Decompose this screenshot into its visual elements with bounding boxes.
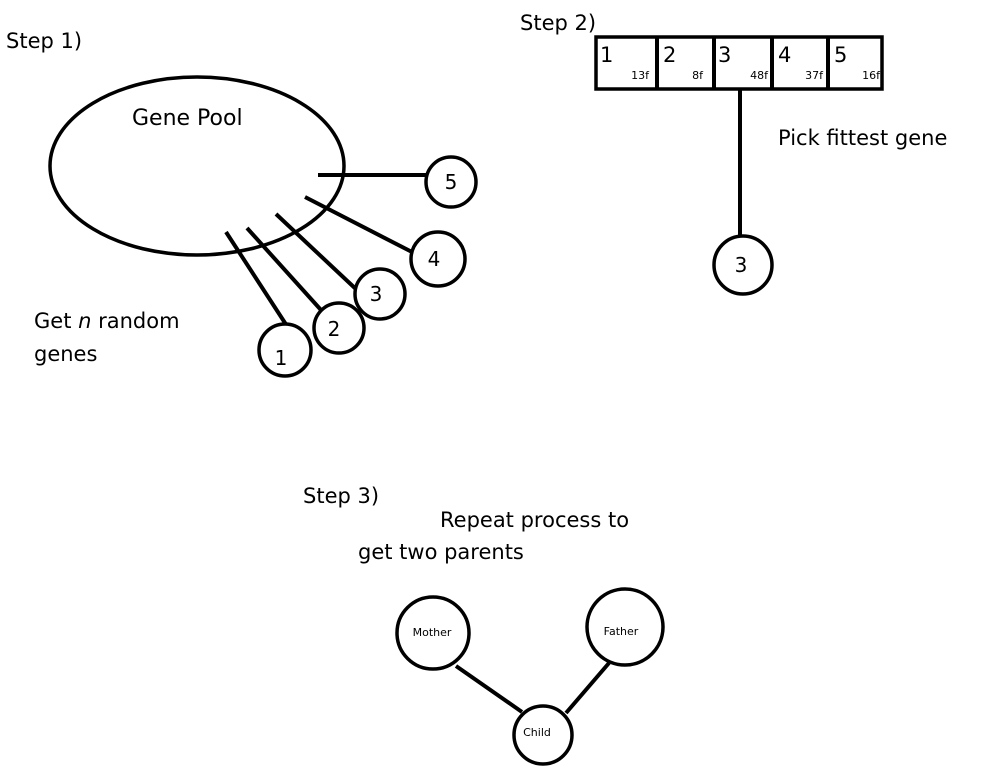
step1-caption-line1: Get n random bbox=[34, 309, 180, 333]
caption-variable-n: n bbox=[78, 309, 91, 333]
cell-fitness-1: 13f bbox=[631, 69, 650, 82]
step2-caption: Pick fittest gene bbox=[778, 126, 947, 150]
gene-connector-2 bbox=[245, 226, 323, 312]
gene-circle-4 bbox=[409, 230, 467, 288]
child-circle bbox=[512, 704, 574, 766]
selected-gene-node: 3 bbox=[712, 234, 774, 296]
gene-node-5: 5 bbox=[424, 155, 478, 209]
cell-fitness-2: 8f bbox=[692, 69, 704, 82]
gene-circle-2 bbox=[312, 301, 366, 355]
gene-connector-3 bbox=[274, 212, 360, 293]
cell-fitness-5: 16f bbox=[862, 69, 881, 82]
gene-circle-5 bbox=[424, 155, 478, 209]
mother-circle bbox=[395, 595, 471, 671]
step1-label: Step 1) bbox=[6, 29, 82, 53]
caption-prefix: Get bbox=[34, 309, 78, 333]
gene-node-2: 2 bbox=[312, 301, 366, 355]
gene-circle-3 bbox=[353, 267, 407, 321]
father-label: Father bbox=[604, 625, 639, 638]
gene-label-3: 3 bbox=[370, 282, 383, 306]
fitness-table: 1 13f 2 8f 3 48f 4 37f 5 16f bbox=[594, 35, 884, 91]
child-label: Child bbox=[523, 726, 551, 739]
mother-label: Mother bbox=[413, 626, 452, 639]
gene-label-1: 1 bbox=[275, 346, 288, 370]
mother-node: Mother bbox=[395, 595, 471, 671]
caption-suffix: random bbox=[91, 309, 179, 333]
father-circle bbox=[585, 587, 665, 667]
mother-child-connector bbox=[454, 664, 524, 714]
gene-connector-1 bbox=[224, 230, 289, 328]
father-node: Father bbox=[585, 587, 665, 667]
gene-pool-label: Gene Pool bbox=[132, 106, 243, 131]
step2-label: Step 2) bbox=[520, 11, 596, 35]
step3-caption-line2: get two parents bbox=[358, 540, 524, 564]
step3-label: Step 3) bbox=[303, 484, 379, 508]
cell-id-2: 2 bbox=[663, 43, 676, 67]
step3-caption-line1: Repeat process to bbox=[440, 508, 629, 532]
cell-id-1: 1 bbox=[600, 43, 613, 67]
father-child-connector bbox=[564, 661, 611, 715]
gene-circle-1 bbox=[257, 322, 313, 378]
selected-gene-circle bbox=[712, 234, 774, 296]
cell-id-4: 4 bbox=[778, 43, 791, 67]
cell-fitness-4: 37f bbox=[805, 69, 824, 82]
child-node: Child bbox=[512, 704, 574, 766]
selected-gene-label: 3 bbox=[735, 253, 748, 277]
gene-label-5: 5 bbox=[445, 170, 458, 194]
gene-connector-4 bbox=[304, 195, 413, 254]
cell-fitness-3: 48f bbox=[750, 69, 769, 82]
gene-pool-ellipse bbox=[48, 75, 346, 257]
gene-node-4: 4 bbox=[409, 230, 467, 288]
cell-id-3: 3 bbox=[718, 43, 731, 67]
gene-label-4: 4 bbox=[428, 247, 441, 271]
gene-node-3: 3 bbox=[353, 267, 407, 321]
step1-caption-line2: genes bbox=[34, 342, 97, 366]
cell-id-5: 5 bbox=[834, 43, 847, 67]
gene-label-2: 2 bbox=[328, 317, 341, 341]
gene-node-1: 1 bbox=[257, 322, 313, 378]
